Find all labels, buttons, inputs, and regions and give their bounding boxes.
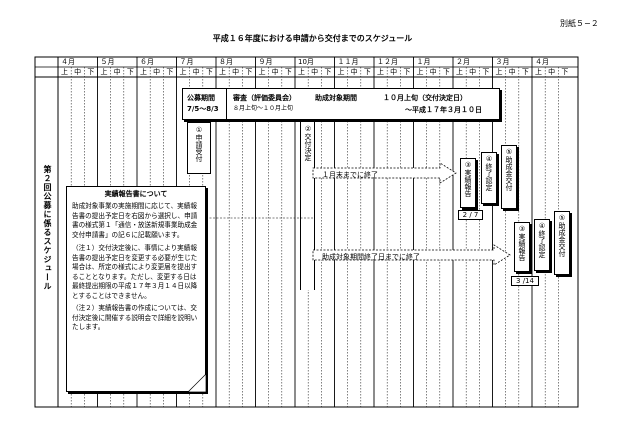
month-label: ４月	[535, 58, 549, 66]
note-paragraph-2: （注１）交付決定後に、事情により実績報告書の提出予定日を変更する必要が生じた場合…	[72, 244, 198, 300]
report-note-box: 実績報告書について 助成対象事業の実施期間に応じて、実績報告書の提出予定日を右図…	[66, 186, 206, 392]
arrow-period-end-label: 助成対象期間終了日までに終了	[322, 253, 420, 261]
side-label: 第２回公募に係るスケジュール	[43, 165, 52, 291]
arrow-period-end	[312, 244, 511, 266]
period-label: 中	[153, 68, 161, 76]
date-badge-1: 2 / 7	[458, 210, 483, 220]
date-badge-1-text: 2 / 7	[462, 211, 479, 219]
period-label: 上	[337, 68, 345, 76]
period-label: 上	[535, 68, 542, 76]
taisho-end: 〜平成１７年３月１０日	[405, 106, 482, 114]
step-3a-report: ③実績報告	[460, 158, 476, 208]
step-4b-label: ④終了認定	[538, 222, 546, 258]
month-label: ５月	[100, 58, 115, 66]
period-label: 上	[179, 68, 187, 76]
period-label: 中	[390, 68, 398, 76]
arrow-jan-end-label: １月末までに終了	[322, 171, 378, 179]
month-label: 10月	[298, 58, 314, 66]
month-label: ２月	[456, 58, 470, 66]
note-paragraph-1: 助成対象事業の実施期間に応じて、実績報告書の提出予定日を右図から選択し、申請書の…	[72, 202, 198, 239]
step-4b-completion: ④終了認定	[534, 219, 550, 271]
month-label: １１月	[337, 58, 359, 66]
period-label: 中	[74, 68, 82, 76]
shinsa-title: 審査（評価委員会）	[233, 94, 296, 102]
period-label: 下	[126, 68, 134, 76]
step-3b-report: ③実績報告	[514, 222, 530, 272]
period-label: 中	[311, 68, 319, 76]
arrow-jan-end	[312, 162, 457, 184]
page-title: 平成１６年度における申請から交付までのスケジュール	[212, 34, 413, 43]
header-band: 公募期間 7/5〜8/3 審査（評価委員会） ８月上旬〜１０月上旬 助成対象期間…	[182, 88, 500, 120]
band-divider	[226, 89, 227, 119]
period-label: 上	[61, 68, 68, 76]
month-label: １２月	[377, 58, 398, 66]
step-5b-payment: ⑤助成金交付	[554, 211, 570, 275]
period-label: 中	[113, 68, 121, 76]
koubo-title: 公募期間	[187, 94, 215, 102]
step-3a-label: ③実績報告	[464, 161, 472, 197]
period-label: 下	[363, 68, 371, 76]
month-label: ３月	[495, 58, 510, 66]
period-label: 上	[456, 68, 463, 76]
month-label: ９月	[258, 58, 273, 66]
period-label: 上	[140, 68, 147, 76]
period-label: 下	[482, 68, 490, 76]
period-label: 上	[377, 68, 384, 76]
period-label: 上	[100, 68, 108, 76]
step-2-label: ②交付決定	[304, 125, 312, 161]
period-label: 下	[324, 68, 332, 76]
month-label: １月	[416, 58, 431, 66]
note-title: 実績報告書について	[104, 190, 168, 198]
period-label: 上	[219, 68, 226, 76]
document-label: 別紙５−２	[560, 19, 599, 28]
month-label: ７月	[179, 58, 194, 66]
period-label: 下	[205, 68, 213, 76]
step-application-received: ①申請受付	[187, 122, 211, 174]
period-label: 上	[258, 68, 266, 76]
step-5a-label: ⑤助成金交付	[505, 148, 513, 191]
date-badge-2-text: 3 /14	[516, 277, 534, 285]
month-label: ６月	[140, 58, 154, 66]
period-label: 中	[429, 68, 437, 76]
step-5a-payment: ⑤助成金交付	[501, 145, 517, 209]
shinsa-dates: ８月上旬〜１０月上旬	[233, 105, 294, 112]
step-grant-decision: ②交付決定	[300, 122, 315, 290]
period-label: 上	[416, 68, 424, 76]
period-label: 中	[232, 68, 240, 76]
taisho-start: １０月上旬（交付決定日）	[383, 94, 467, 102]
koubo-dates: 7/5〜8/3	[187, 105, 219, 113]
step-2-rightline	[314, 122, 315, 290]
period-label: 中	[508, 68, 516, 76]
period-label: 下	[561, 68, 569, 76]
step-5b-label: ⑤助成金交付	[558, 214, 566, 257]
period-label: 下	[284, 68, 292, 76]
date-badge-2: 3 /14	[511, 276, 539, 286]
period-label: 中	[469, 68, 477, 76]
period-label: 上	[298, 68, 305, 76]
period-label: 中	[350, 68, 358, 76]
period-label: 下	[521, 68, 529, 76]
period-label: 中	[192, 68, 200, 76]
note-paragraph-3: （注２）実績報告書の作成については、交付決定後に開催する説明会で詳細を説明いたし…	[72, 304, 198, 331]
period-label: 下	[166, 68, 174, 76]
month-label: ４月	[61, 58, 75, 66]
period-label: 中	[271, 68, 279, 76]
step-3b-label: ③実績報告	[518, 225, 526, 261]
step-4a-label: ④終了認定	[485, 155, 493, 191]
grid-frame	[34, 56, 579, 408]
period-label: 下	[87, 68, 95, 76]
step-4a-completion: ④終了認定	[481, 152, 497, 204]
period-label: 下	[403, 68, 411, 76]
period-label: 上	[495, 68, 503, 76]
period-label: 中	[548, 68, 556, 76]
note-box-fold	[188, 374, 206, 392]
period-label: 下	[442, 68, 450, 76]
month-label: ８月	[219, 58, 233, 66]
step-1-label: ①申請受付	[195, 126, 203, 162]
period-label: 下	[245, 68, 253, 76]
taisho-title: 助成対象期間	[315, 94, 357, 102]
